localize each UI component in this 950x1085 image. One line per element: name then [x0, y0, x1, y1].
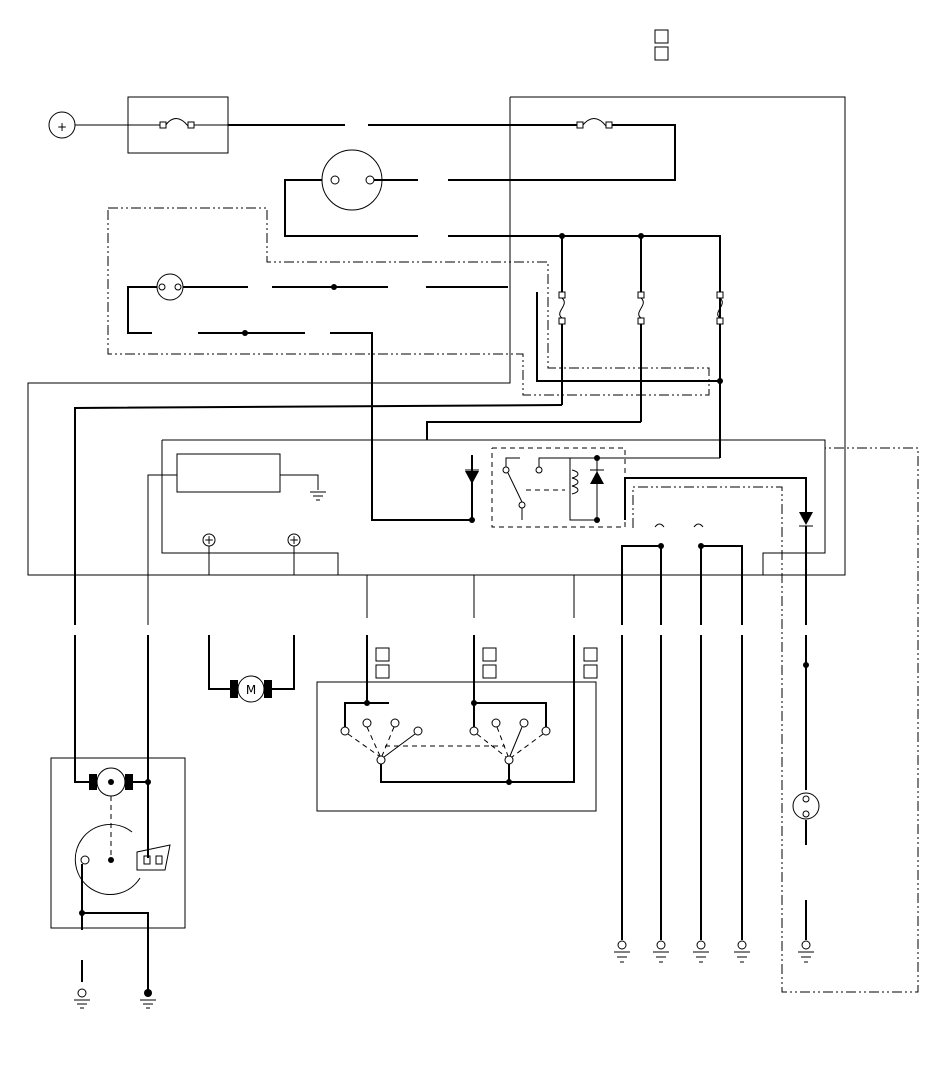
- wire-legend-middle: [482, 647, 497, 679]
- indicator-lamp: [156, 273, 184, 301]
- battery-positive-icon: +: [48, 111, 76, 139]
- ground-icon-left-2: [140, 989, 156, 1009]
- lamp-bottom-right: [792, 792, 820, 820]
- diode-right: [799, 512, 813, 527]
- selector-switch-box: [316, 635, 597, 812]
- wire-legend-left: [375, 647, 390, 679]
- wire-legend-right: [583, 647, 598, 679]
- motor-icon: M: [230, 675, 272, 703]
- svg-text:+: +: [289, 533, 299, 547]
- ground-icon-row: [614, 940, 814, 963]
- fuse-bank: [558, 236, 724, 422]
- terminal-plus-right: +: [287, 533, 301, 547]
- svg-text:M: M: [246, 683, 256, 697]
- actuator-box: [50, 635, 186, 993]
- legend-boxes: [654, 29, 669, 61]
- svg-text:+: +: [204, 533, 214, 547]
- main-fuse-box: [127, 96, 229, 154]
- control-unit-box: [176, 453, 281, 493]
- terminal-plus-left: +: [202, 533, 216, 547]
- ground-icon: [310, 491, 326, 501]
- relay-section: [465, 447, 720, 528]
- fuse-top-right: [576, 118, 613, 129]
- ignition-switch: [321, 149, 383, 211]
- ground-icon-left-1: [74, 988, 90, 1009]
- svg-text:+: +: [57, 120, 67, 134]
